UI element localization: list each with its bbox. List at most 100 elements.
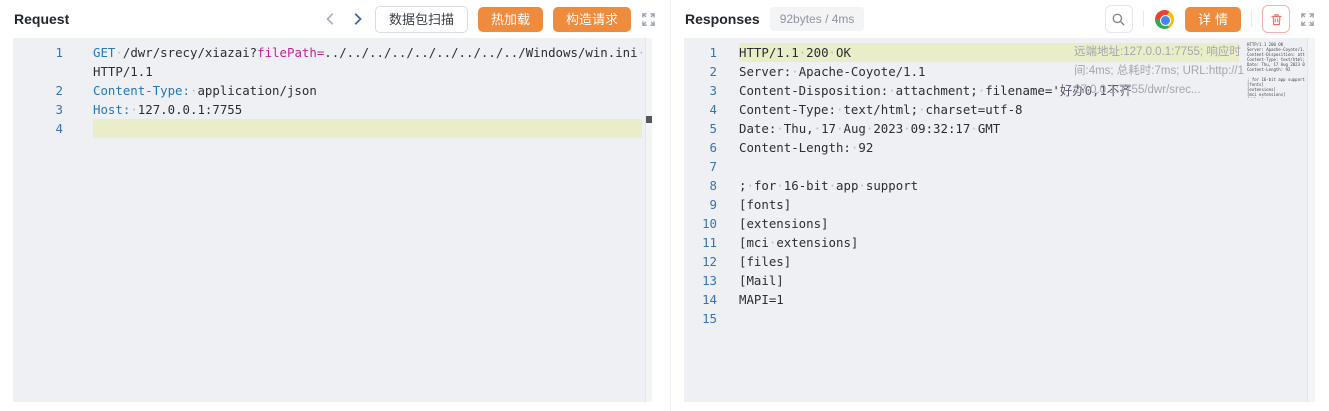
code-line: 8 ;·for·16-bit·app·support bbox=[684, 176, 1315, 195]
code-line: 2 Server:·Apache-Coyote/1.1 bbox=[684, 62, 1315, 81]
space-dot: · bbox=[776, 178, 784, 193]
line-number: 2 bbox=[709, 64, 717, 79]
line-number: 11 bbox=[702, 235, 717, 250]
space-dot: · bbox=[828, 178, 837, 193]
line-number: 4 bbox=[709, 102, 717, 117]
code-text: Content-Type:·application/json bbox=[93, 83, 317, 98]
space-dot: · bbox=[798, 45, 807, 60]
search-response-button[interactable] bbox=[1104, 5, 1133, 33]
code-line: 2 Content-Type:·application/json bbox=[13, 81, 652, 100]
response-minimap: HTTP/1.1 200 OK Server: Apache-Coyote/1.… bbox=[1247, 42, 1305, 98]
clear-response-button[interactable] bbox=[1262, 5, 1290, 33]
chevron-left-icon bbox=[324, 12, 338, 26]
line-number: 3 bbox=[55, 102, 63, 117]
code-text: Server:·Apache-Coyote/1.1 bbox=[739, 64, 926, 79]
code-line: 11 [mci·extensions] bbox=[684, 233, 1315, 252]
code-text: [files] bbox=[739, 254, 792, 269]
line-number: 10 bbox=[702, 216, 717, 231]
space-dot: · bbox=[130, 102, 138, 117]
response-editor: 远端地址:127.0.0.1:7755; 响应时 间:4ms; 总耗时:7ms;… bbox=[684, 38, 1315, 402]
code-text: [mci·extensions] bbox=[739, 235, 859, 250]
line-number: 2 bbox=[55, 83, 63, 98]
space-dot: · bbox=[746, 178, 754, 193]
response-size-time-badge: 92bytes / 4ms bbox=[769, 7, 865, 31]
code-text: HTTP/1.1·200·OK bbox=[739, 43, 1239, 62]
toolbar-divider bbox=[1251, 11, 1252, 27]
space-dot: · bbox=[977, 83, 986, 98]
request-toolbar: 数据包扫描 热加载 构造请求 bbox=[323, 5, 656, 33]
line-number: 3 bbox=[709, 83, 717, 98]
line-number: 13 bbox=[702, 273, 717, 288]
space-dot: · bbox=[115, 45, 123, 60]
code-line: 7 bbox=[684, 157, 1315, 176]
construct-request-button[interactable]: 构造请求 bbox=[552, 6, 631, 32]
space-dot: · bbox=[637, 45, 646, 60]
space-dot: · bbox=[858, 178, 866, 193]
code-line: 13[Mail] bbox=[684, 271, 1315, 290]
line-number: 7 bbox=[709, 159, 717, 174]
expand-request-button[interactable] bbox=[641, 12, 656, 27]
request-scrollbar[interactable] bbox=[645, 38, 652, 402]
trash-icon bbox=[1269, 12, 1284, 27]
request-header: Request 数据包扫描 热加载 构造请求 bbox=[0, 0, 670, 38]
request-title: Request bbox=[14, 11, 70, 27]
space-dot: · bbox=[903, 121, 911, 136]
line-number: 6 bbox=[709, 140, 717, 155]
line-number: 8 bbox=[709, 178, 717, 193]
space-dot: · bbox=[828, 45, 837, 60]
response-scrollbar[interactable] bbox=[1307, 38, 1315, 402]
code-text: Content-Length:·92 bbox=[739, 140, 874, 155]
code-text bbox=[93, 119, 642, 138]
responses-title: Responses bbox=[685, 11, 760, 27]
toolbar-divider bbox=[1142, 11, 1144, 27]
chrome-browser-icon bbox=[1154, 9, 1174, 29]
request-panel: Request 数据包扫描 热加载 构造请求 bbox=[0, 0, 670, 402]
space-dot: · bbox=[813, 121, 822, 136]
detail-button[interactable]: 详情 bbox=[1184, 6, 1241, 32]
expand-response-button[interactable] bbox=[1300, 12, 1315, 27]
space-dot: · bbox=[791, 64, 799, 79]
space-dot: · bbox=[768, 235, 777, 250]
line-number: 1 bbox=[709, 45, 717, 60]
code-line: 10 [extensions] bbox=[684, 214, 1315, 233]
responses-panel: Responses 92bytes / 4ms 详情 bbox=[670, 0, 1329, 411]
line-number: 9 bbox=[709, 197, 717, 212]
line-number: 12 bbox=[702, 254, 717, 269]
space-dot: · bbox=[189, 83, 198, 98]
code-text bbox=[739, 157, 1239, 176]
code-text: Content-Disposition:·attachment;·filenam… bbox=[739, 83, 1132, 98]
code-text: MAPI=1 bbox=[739, 292, 784, 307]
code-line: 12 [files] bbox=[684, 252, 1315, 271]
hot-reload-button[interactable]: 热加载 bbox=[477, 6, 543, 32]
chevron-right-icon bbox=[350, 12, 364, 26]
next-request-button[interactable] bbox=[349, 12, 365, 26]
open-in-browser-button[interactable] bbox=[1154, 9, 1175, 29]
line-number: 15 bbox=[702, 311, 717, 326]
code-text: ;·for·16-bit·app·support bbox=[739, 178, 919, 193]
code-text: GET·/dwr/srecy/xiazai?filePath=../../../… bbox=[93, 45, 646, 79]
space-dot: · bbox=[970, 121, 978, 136]
fullscreen-icon bbox=[1300, 12, 1315, 27]
space-dot: · bbox=[888, 83, 896, 98]
search-icon bbox=[1111, 12, 1126, 27]
space-dot: · bbox=[918, 102, 926, 117]
code-line: 4 bbox=[13, 119, 652, 138]
code-text: [fonts] bbox=[739, 197, 792, 212]
code-text: [extensions] bbox=[739, 216, 829, 231]
code-line: 4 Content-Type:·text/html;·charset=utf-8 bbox=[684, 100, 1315, 119]
prev-request-button[interactable] bbox=[323, 12, 339, 26]
line-number: 4 bbox=[55, 121, 63, 136]
code-text: Content-Type:·text/html;·charset=utf-8 bbox=[739, 102, 1023, 117]
packet-scan-button[interactable]: 数据包扫描 bbox=[374, 5, 468, 33]
responses-header: Responses 92bytes / 4ms 详情 bbox=[671, 0, 1329, 38]
code-line: 3 Content-Disposition:·attachment;·filena… bbox=[684, 81, 1315, 100]
line-number: 5 bbox=[709, 121, 717, 136]
response-meta-info: 远端地址:127.0.0.1:7755; 响应时 间:4ms; 总耗时:7ms;… bbox=[1074, 46, 1244, 96]
responses-toolbar: 详情 bbox=[1104, 5, 1315, 33]
space-dot: · bbox=[865, 121, 874, 136]
